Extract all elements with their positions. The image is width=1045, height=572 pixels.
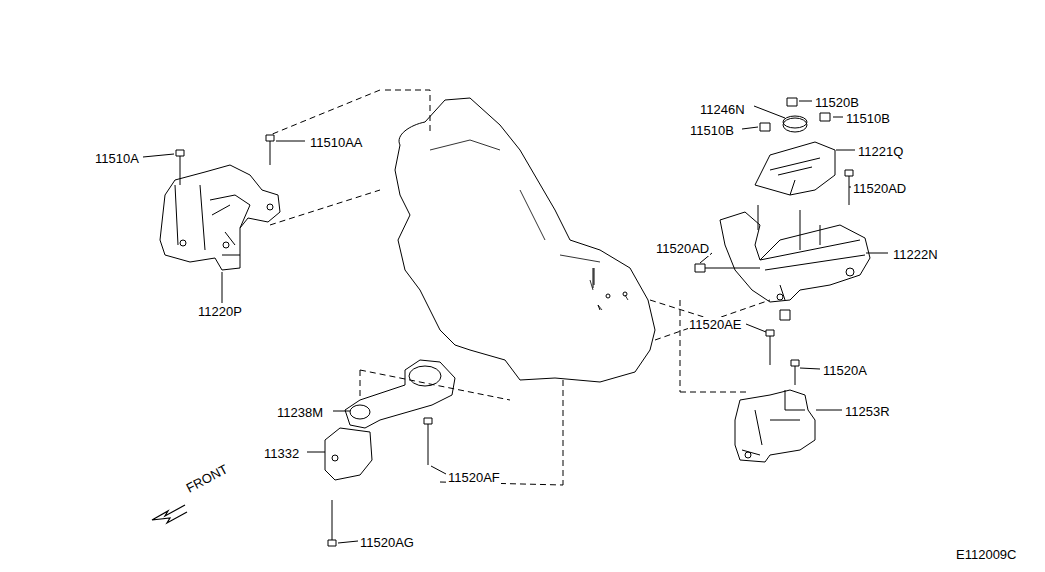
lower-right-mount: [735, 390, 815, 462]
part-number: 11253R: [844, 404, 891, 419]
part-number: 11222N: [892, 247, 939, 262]
callout-number: 11520AG: [359, 533, 415, 551]
part-number: 11520AD: [655, 241, 710, 256]
callout-number: 11221Q: [857, 142, 904, 160]
right-bracket: [720, 212, 870, 302]
part-number: 11520A: [822, 363, 868, 378]
callout-number: 11520AE: [688, 315, 743, 333]
part-number: 11520AG: [359, 535, 415, 550]
right-upper-mount: [755, 142, 835, 195]
callout-number: 11510B: [845, 109, 891, 127]
part-number: 11520AD: [852, 181, 907, 196]
part-number: 11510AA: [309, 135, 364, 150]
part-number: 11510A: [94, 151, 140, 166]
callout-number: 11222N: [892, 245, 939, 263]
callout-number: E112009C: [955, 545, 1017, 563]
callout-number: 11246N: [699, 100, 746, 118]
part-number: 11221Q: [857, 144, 904, 159]
rod-bracket: [325, 428, 372, 480]
part-number: 11520AF: [447, 470, 501, 485]
part-number: 11520B: [814, 95, 860, 110]
callout-number: 11238M: [276, 403, 324, 421]
callout-number: 11520A: [822, 361, 868, 379]
callout-number: 11520AD: [852, 179, 907, 197]
part-number: 11520AE: [688, 317, 743, 332]
callout-number: 11520AF: [447, 468, 501, 486]
part-number: 11238M: [276, 405, 324, 420]
part-number: 11220P: [197, 304, 243, 319]
part-number: 11510B: [845, 111, 891, 126]
callout-number: 11520AD: [655, 239, 710, 257]
callout-number: 11510AA: [309, 133, 364, 151]
left-mount: [160, 165, 280, 270]
callout-number: 11510A: [94, 149, 140, 167]
engine-outline: [395, 98, 655, 382]
direction-label: FRONT: [182, 459, 232, 497]
part-number: 11246N: [699, 102, 746, 117]
part-number: 11510B: [689, 123, 735, 138]
callout-number: 11220P: [197, 302, 243, 320]
part-number: 11332: [263, 446, 300, 461]
direction-text: FRONT: [183, 461, 231, 496]
callout-number: 11253R: [844, 402, 891, 420]
callout-number: 11510B: [689, 121, 735, 139]
torque-rod: [345, 360, 455, 428]
part-number: E112009C: [955, 547, 1017, 562]
callout-number: 11332: [263, 444, 300, 462]
callout-number: 11520B: [814, 93, 860, 111]
